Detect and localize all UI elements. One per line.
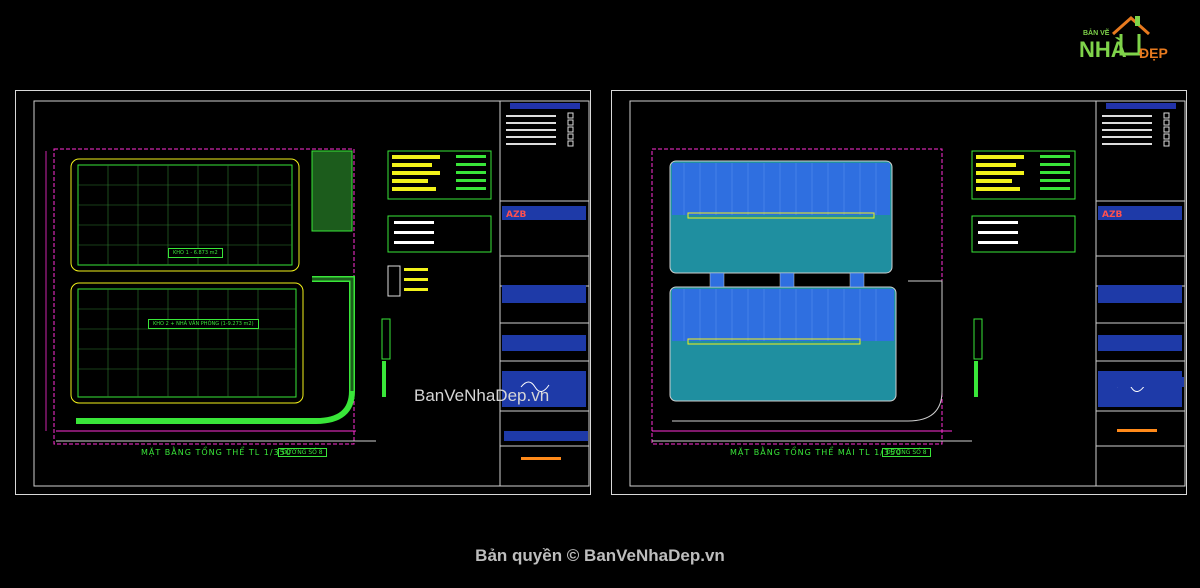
drawing-sheet-site-plan[interactable]: AZB — [15, 90, 591, 495]
site-logo: BẢN VẼ NHÀ ĐẸP — [1075, 12, 1187, 66]
title-block-brand: AZB — [506, 210, 526, 220]
sheet-title: MẶT BẰNG TỔNG THỂ TL 1/350 — [141, 448, 292, 457]
title-block-brand: AZB — [1102, 210, 1122, 220]
drawing-sheet-roof-plan[interactable]: AZB MẶT BẰNG TỔNG THỂ — [611, 90, 1187, 495]
copyright-footer: Bản quyền © BanVeNhaDep.vn — [475, 546, 725, 565]
watermark: BanVeNhaDep.vn — [414, 386, 550, 405]
road-label: ĐƯỜNG SỐ 8 — [882, 448, 931, 457]
logo-top-text: BẢN VẼ — [1083, 30, 1110, 37]
zone-label-warehouse-1: KHO 1 - 6.873 m2 — [168, 248, 223, 258]
road-label: ĐƯỜNG SỐ 8 — [278, 448, 327, 457]
sheet-title: MẶT BẰNG TỔNG THỂ MÁI TL 1/350 — [730, 448, 903, 457]
house-icon — [1112, 15, 1150, 56]
roof-plan-drawing: AZB — [629, 100, 1186, 487]
zone-label-warehouse-2: KHO 2 + NHÀ VĂN PHÒNG (1-9.273 m2) — [148, 319, 259, 329]
site-plan-drawing: AZB — [33, 100, 590, 487]
logo-main-text: NHÀ — [1079, 37, 1127, 62]
logo-side-text: ĐẸP — [1139, 45, 1168, 61]
